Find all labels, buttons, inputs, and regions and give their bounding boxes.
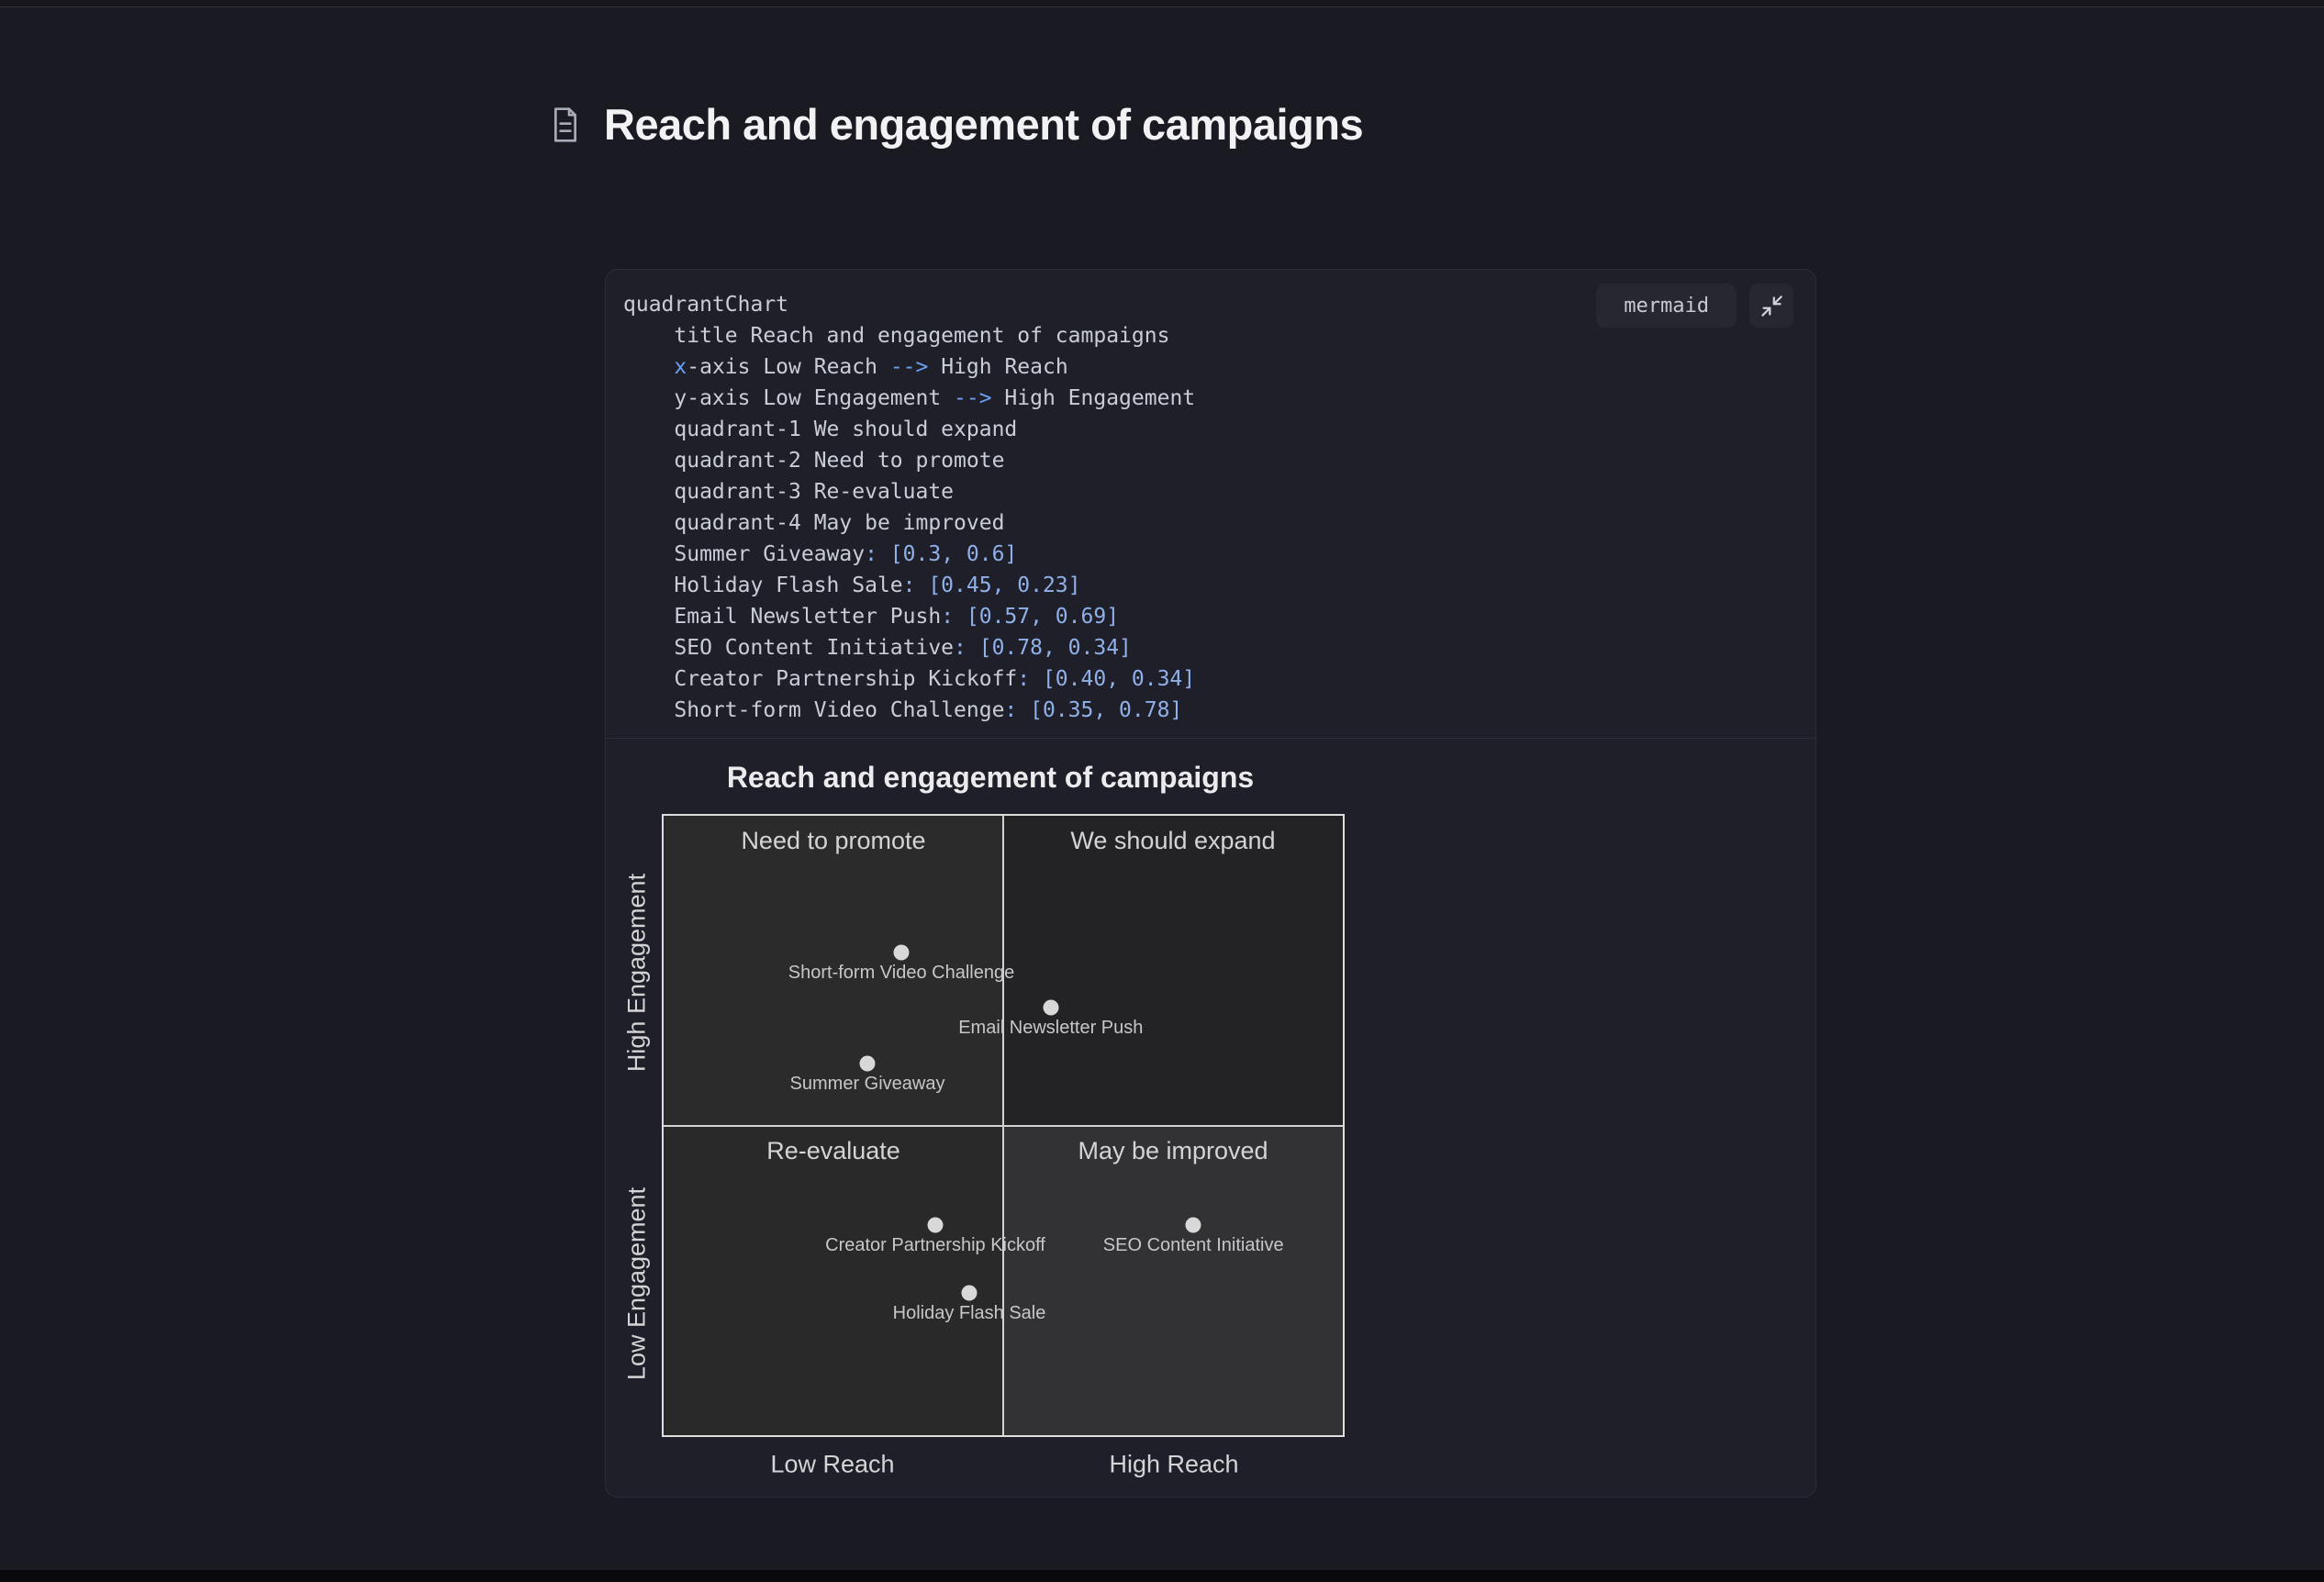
quadrant-plot: Need to promote We should expand Re-eval… bbox=[662, 814, 1345, 1437]
code-toolbar: mermaid bbox=[1596, 284, 1793, 328]
data-point-dot bbox=[1185, 1217, 1201, 1232]
data-point-dot bbox=[1043, 999, 1059, 1016]
quadrant-top-right: We should expand bbox=[1003, 816, 1343, 1126]
quadrant-label: Need to promote bbox=[741, 827, 926, 854]
quadrant-label: May be improved bbox=[1078, 1136, 1268, 1164]
rendered-chart: Reach and engagement of campaigns Need t… bbox=[606, 738, 1816, 1497]
data-point-label: Short-form Video Challenge bbox=[788, 962, 1015, 983]
data-point-label: Summer Giveaway bbox=[789, 1074, 945, 1094]
data-point-label: Creator Partnership Kickoff bbox=[825, 1234, 1045, 1255]
quadrant-bottom-right: May be improved bbox=[1003, 1125, 1343, 1435]
mermaid-artifact-card: quadrantChart title Reach and engagement… bbox=[605, 269, 1816, 1498]
collapse-button[interactable] bbox=[1749, 284, 1793, 328]
horizontal-divider-line bbox=[664, 1124, 1343, 1127]
data-point-dot bbox=[859, 1055, 876, 1072]
data-point-label: Holiday Flash Sale bbox=[892, 1302, 1046, 1323]
code-content[interactable]: quadrantChart title Reach and engagement… bbox=[623, 293, 1196, 722]
data-point-dot bbox=[893, 944, 910, 960]
minimize-arrows-icon bbox=[1760, 295, 1782, 317]
code-block: quadrantChart title Reach and engagement… bbox=[606, 270, 1816, 738]
language-badge: mermaid bbox=[1596, 284, 1737, 328]
chart-title: Reach and engagement of campaigns bbox=[726, 761, 1255, 794]
quadrant-label: We should expand bbox=[1070, 827, 1276, 854]
quadrant-top-left: Need to promote bbox=[664, 816, 1003, 1126]
page-header: Reach and engagement of campaigns bbox=[551, 99, 1364, 150]
x-axis-label-low: Low Reach bbox=[770, 1450, 895, 1478]
page-title: Reach and engagement of campaigns bbox=[604, 100, 1364, 149]
data-point-dot bbox=[961, 1285, 978, 1301]
window-bottom-edge bbox=[0, 1570, 2324, 1582]
quadrant-label: Re-evaluate bbox=[766, 1136, 900, 1164]
y-axis-label-high: High Engagement bbox=[622, 873, 651, 1073]
data-point-dot bbox=[927, 1217, 944, 1232]
document-icon bbox=[554, 106, 576, 142]
quadrant-bottom-left: Re-evaluate bbox=[664, 1125, 1003, 1435]
y-axis-label-low: Low Engagement bbox=[622, 1186, 651, 1381]
data-point-label: SEO Content Initiative bbox=[1102, 1234, 1284, 1255]
x-axis-label-high: High Reach bbox=[1109, 1450, 1239, 1478]
window-top-edge bbox=[0, 0, 2324, 7]
data-point-label: Email Newsletter Push bbox=[958, 1018, 1144, 1039]
